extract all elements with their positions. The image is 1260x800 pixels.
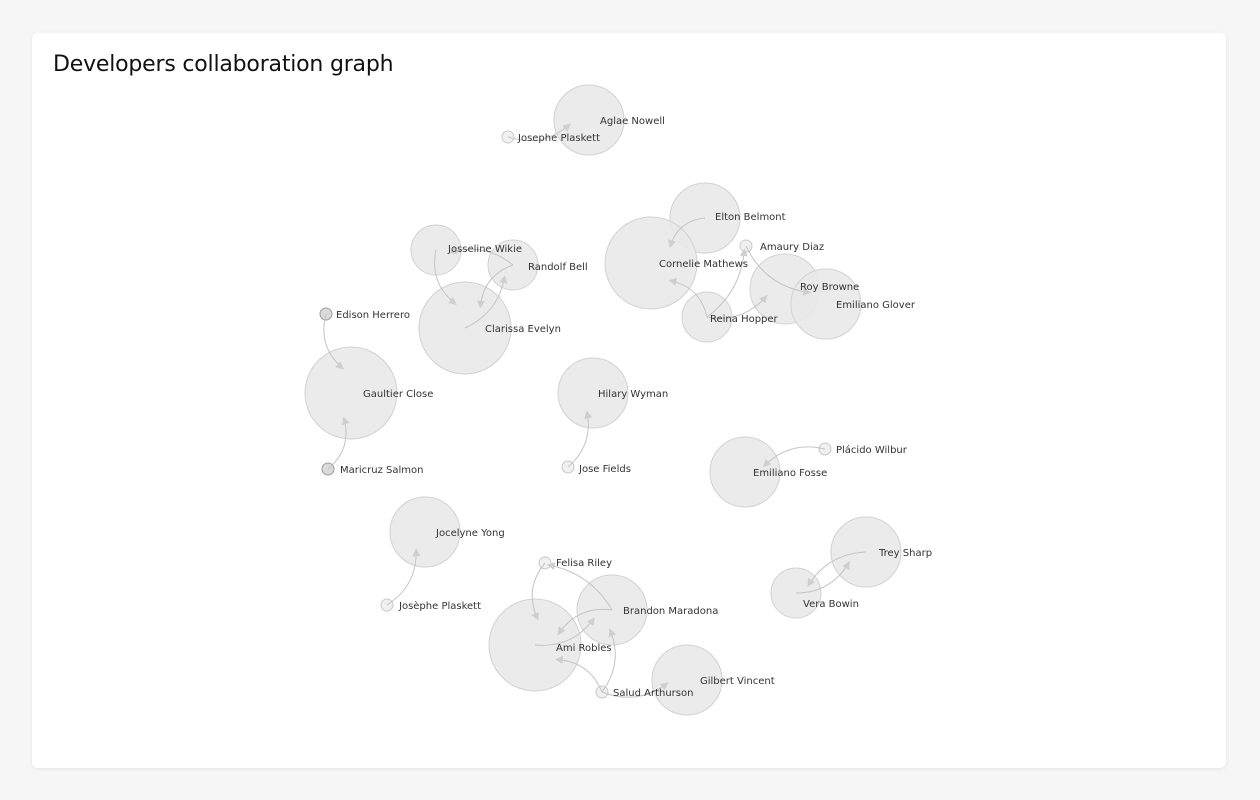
node-label-jocelyne: Jocelyne Yong [435, 528, 505, 539]
node-label-gilbert: Gilbert Vincent [700, 676, 775, 687]
node-label-randolf: Randolf Bell [528, 262, 588, 273]
node-label-placido: Plácido Wilbur [836, 444, 908, 456]
node-label-ami: Ami Robles [556, 643, 612, 654]
edge-trey-to-vera [807, 551, 867, 587]
node-label-aglae: Aglae Nowell [600, 116, 665, 127]
edge-salud-to-ami [554, 655, 603, 693]
node-label-reina: Reina Hopper [710, 314, 779, 325]
page-title: Developers collaboration graph [53, 52, 394, 77]
node-label-elton: Elton Belmont [715, 212, 786, 223]
node-label-maricruz: Maricruz Salmon [340, 465, 423, 476]
node-label-hilary: Hilary Wyman [598, 389, 668, 400]
node-label-jose: Jose Fields [578, 464, 631, 475]
edge-reina-to-roy [706, 294, 768, 319]
node-label-clarissa: Clarissa Evelyn [485, 324, 561, 335]
edge-ami-to-brandon [534, 617, 595, 646]
node-label-josephe2: Josèphe Plaskett [398, 600, 481, 612]
edge-salud-to-gilbert [601, 682, 669, 698]
graph-node-gaultier[interactable] [304, 346, 398, 440]
edge-placido-to-emilianoF [762, 446, 826, 468]
node-label-josephe1: Josephe Plaskett [517, 133, 600, 144]
node-label-salud: Salud Arthurson [613, 688, 693, 699]
edge-maricruz-to-gaultier [327, 416, 350, 470]
node-label-emilianoG: Emiliano Glover [836, 300, 916, 311]
edge-randolf-to-josseline [448, 246, 514, 266]
edge-brandon-to-ami [557, 608, 613, 636]
edge-josephe1-to-aglae [507, 123, 571, 142]
graph-node-emilianoF[interactable] [709, 436, 781, 508]
edge-amaury-to-emilianoG [745, 245, 812, 296]
node-label-roy: Roy Browne [800, 282, 859, 293]
node-label-felisa: Felisa Riley [556, 558, 612, 569]
node-label-josseline: Josseline Wikie [447, 244, 522, 255]
edge-salud-to-brandon [601, 628, 617, 693]
graph-node-gilbert[interactable] [651, 644, 723, 716]
edge-josseline-to-clarissa [434, 249, 457, 305]
nodes-layer [304, 84, 902, 716]
node-label-emilianoF: Emiliano Fosse [753, 468, 827, 479]
edge-clarissa-to-randolf [464, 275, 508, 329]
edge-reina-to-amaury [706, 248, 748, 318]
node-label-brandon: Brandon Maradona [623, 606, 718, 617]
graph-card [32, 33, 1226, 768]
node-label-amaury: Amaury Diaz [760, 242, 824, 253]
edge-edison-to-gaultier [323, 313, 344, 370]
edges-layer [323, 123, 867, 698]
edge-felisa-to-ami [531, 562, 546, 621]
edge-elton-to-cornelie [668, 217, 706, 249]
node-label-cornelie: Cornelie Mathews [659, 259, 748, 270]
edge-brandon-to-felisa [546, 562, 613, 611]
edge-vera-to-trey [795, 561, 850, 594]
node-label-gaultier: Gaultier Close [363, 389, 433, 400]
node-label-trey: Trey Sharp [878, 548, 932, 559]
graph-node-emilianoG[interactable] [790, 268, 862, 340]
graph-node-hilary[interactable] [557, 357, 629, 429]
edge-josephe2-to-jocelyne [386, 548, 421, 606]
graph-node-jocelyne[interactable] [389, 496, 461, 568]
node-label-edison: Edison Herrero [336, 310, 410, 321]
edge-randolf-to-clarissa [476, 264, 514, 309]
node-label-vera: Vera Bowin [803, 599, 859, 610]
edge-reina-to-cornelie [668, 277, 708, 318]
edge-jose-to-hilary [567, 410, 593, 468]
graph-node-aglae[interactable] [553, 84, 625, 156]
